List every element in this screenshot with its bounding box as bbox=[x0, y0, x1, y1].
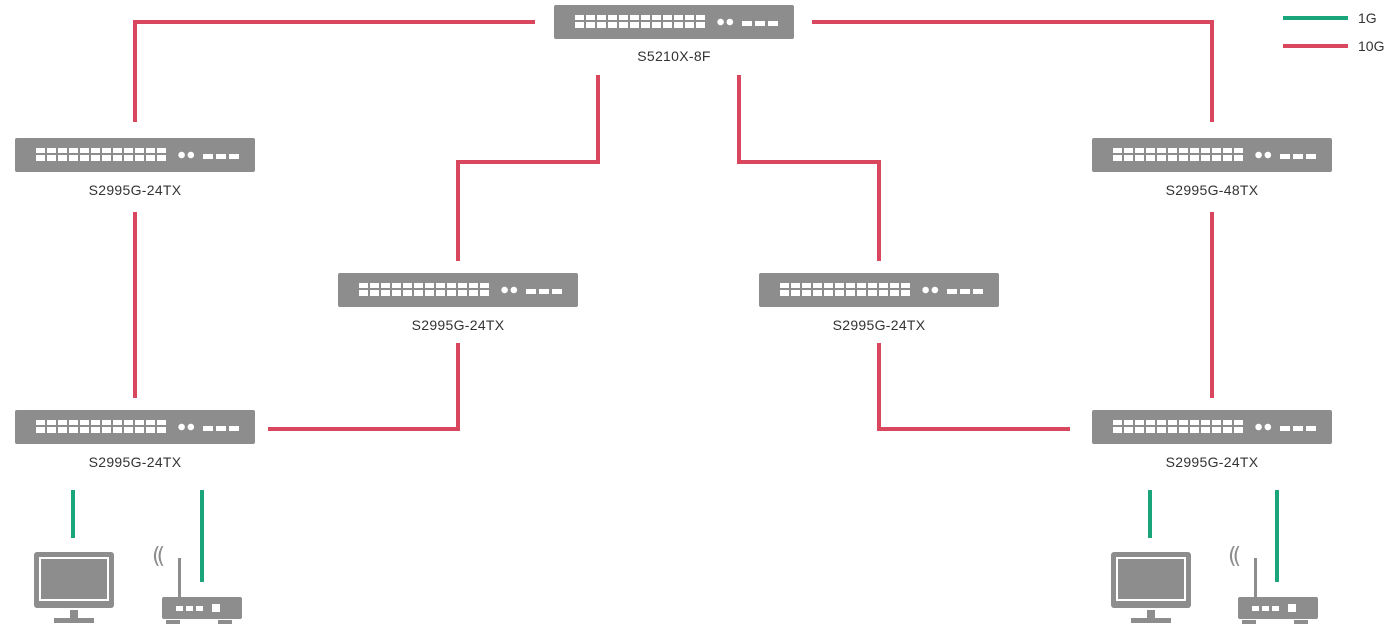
switch-icon bbox=[338, 273, 578, 307]
link-10g-center-left-left-lower bbox=[268, 343, 460, 431]
switch-label-center-left: S2995G-24TX bbox=[411, 317, 505, 333]
monitor-icon bbox=[1111, 552, 1191, 626]
monitor-icon bbox=[34, 552, 114, 626]
switch-icon bbox=[554, 5, 794, 39]
link-10g-core-center-right bbox=[737, 75, 881, 261]
link-10g-center-right-right-lower bbox=[877, 343, 1070, 431]
switch-icon bbox=[1092, 410, 1332, 444]
switch-label-core: S5210X-8F bbox=[637, 48, 711, 64]
switch-label-right-lower: S2995G-24TX bbox=[1165, 454, 1259, 470]
switch-label-left-lower: S2995G-24TX bbox=[88, 454, 182, 470]
wireless-access-point-icon: (( bbox=[152, 544, 244, 626]
switch-label-right-upper: S2995G-48TX bbox=[1165, 182, 1259, 198]
switch-icon bbox=[759, 273, 999, 307]
legend-label-1g: 1G bbox=[1358, 10, 1377, 26]
switch-icon bbox=[1092, 138, 1332, 172]
switch-icon bbox=[15, 138, 255, 172]
switch-icon bbox=[15, 410, 255, 444]
legend-label-10g: 10G bbox=[1358, 38, 1385, 54]
wireless-access-point-icon: (( bbox=[1228, 544, 1320, 626]
link-10g-core-center-left bbox=[456, 75, 600, 261]
switch-label-center-right: S2995G-24TX bbox=[832, 317, 926, 333]
switch-label-left-upper: S2995G-24TX bbox=[88, 182, 182, 198]
link-10g-core-left-upper bbox=[133, 20, 535, 122]
link-10g-core-right-upper bbox=[812, 20, 1214, 122]
